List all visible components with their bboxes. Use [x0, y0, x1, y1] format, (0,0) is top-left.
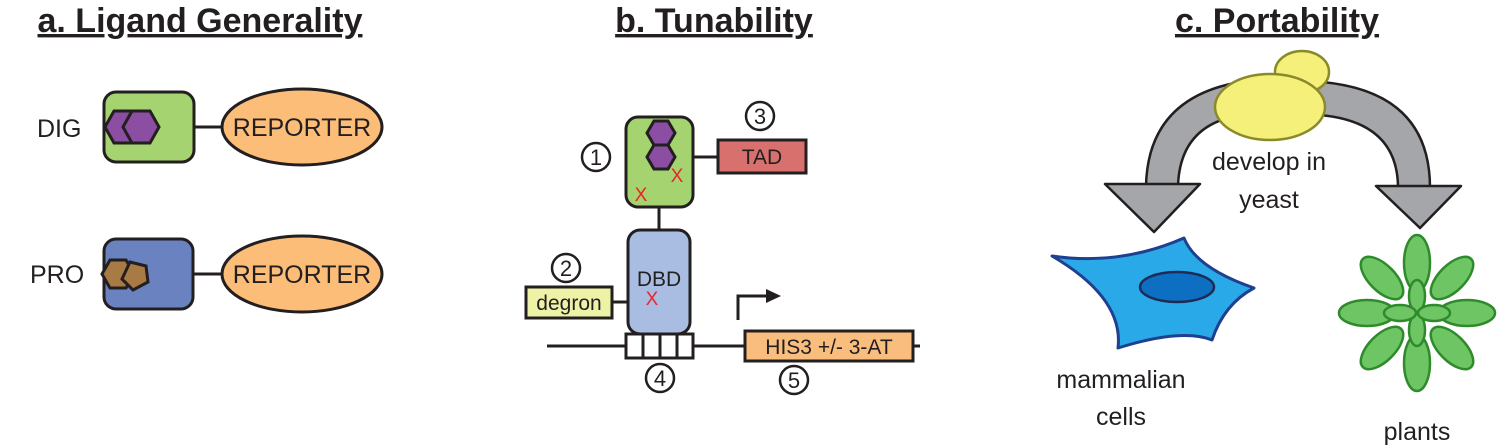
tad-box	[716, 138, 808, 175]
mutation-mark-3: X	[646, 289, 659, 310]
yeast-label-line2: yeast	[1239, 186, 1299, 214]
mammal-label-line2: cells	[1096, 403, 1146, 431]
degron-box	[524, 285, 614, 320]
dig-reporter	[220, 87, 384, 167]
panel-b: b. Tunability X X TAD DBD X	[524, 2, 920, 396]
callout-4: 4	[644, 362, 676, 394]
degron-label: degron	[536, 292, 601, 315]
callout-1: 1	[580, 141, 612, 173]
mammal-label-line1: mammalian	[1056, 366, 1185, 394]
svg-text:3: 3	[754, 104, 766, 129]
plant-icon	[1337, 233, 1497, 393]
pro-label: PRO	[30, 261, 84, 289]
digoxigenin-ligand-icon	[645, 119, 677, 171]
panel-c: c. Portability develop in yeast mammalia…	[1050, 2, 1497, 446]
svg-text:4: 4	[654, 366, 666, 391]
plants-label: plants	[1384, 418, 1451, 446]
callout-2: 2	[550, 252, 582, 284]
yeast-cell-icon	[1213, 49, 1331, 142]
pro-reporter-label: REPORTER	[233, 261, 371, 289]
panel-b-title: b. Tunability	[615, 2, 813, 40]
panel-a: a. Ligand Generality DIG REPORTER PRO RE…	[30, 2, 384, 314]
svg-text:5: 5	[788, 368, 800, 393]
callout-5: 5	[778, 364, 810, 396]
dbd-domain	[626, 228, 692, 336]
panel-c-title: c. Portability	[1175, 2, 1379, 40]
progesterone-ligand-icon	[100, 258, 150, 292]
callout-3: 3	[744, 100, 776, 132]
yeast-label-line1: develop in	[1212, 148, 1326, 176]
his3-reporter-box	[743, 329, 915, 363]
svg-text:1: 1	[590, 145, 602, 170]
mutation-mark-1: X	[671, 166, 684, 187]
tad-label: TAD	[742, 146, 782, 169]
promoter-arrow-icon	[736, 289, 781, 320]
mammalian-cell-icon	[1050, 236, 1256, 350]
dig-label: DIG	[37, 115, 81, 143]
his3-label: HIS3 +/- 3-AT	[765, 336, 893, 359]
digoxigenin-ligand-icon	[103, 109, 161, 145]
svg-text:2: 2	[560, 256, 572, 281]
dbd-label: DBD	[637, 268, 681, 291]
pro-reporter	[220, 234, 384, 314]
panel-a-title: a. Ligand Generality	[38, 2, 363, 40]
mutation-mark-2: X	[635, 185, 648, 206]
dig-reporter-label: REPORTER	[233, 114, 371, 142]
